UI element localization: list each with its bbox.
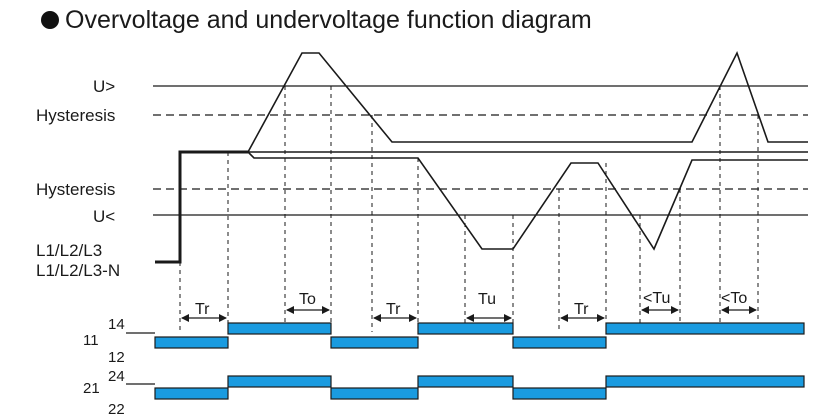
relay1-state-no <box>417 322 514 335</box>
relay2-state-nc <box>512 387 607 400</box>
timing-label-lt-to: <To <box>721 290 747 307</box>
timing-label-lt-tu: <Tu <box>643 290 670 307</box>
relay1-common-label: 11 <box>83 332 99 349</box>
relay2-state-nc <box>154 387 229 400</box>
relay2-nc-label: 22 <box>108 401 125 418</box>
relay2-states <box>126 375 805 400</box>
relay2-state-nc <box>330 387 419 400</box>
label-supply-2: L1/L2/L3-N <box>36 261 120 280</box>
interval-tr-3 <box>560 314 605 322</box>
relay1-state-nc <box>330 336 419 349</box>
timing-label-tr-3: Tr <box>574 301 589 318</box>
title-bullet <box>41 11 59 29</box>
timing-intervals <box>181 306 757 322</box>
relay2-common-label: 21 <box>83 380 100 397</box>
relay1-state-no <box>227 322 332 335</box>
interval-tu <box>466 314 512 322</box>
label-hysteresis-lower: Hysteresis <box>36 180 115 199</box>
label-u-under: U< <box>93 207 115 226</box>
diagram-title: Overvoltage and undervoltage function di… <box>65 6 592 34</box>
overvoltage-trace <box>247 50 808 153</box>
interval-tr-2 <box>373 314 417 322</box>
relay2-state-no <box>605 375 805 388</box>
event-markers <box>179 86 759 332</box>
timing-label-tr-2: Tr <box>386 301 401 318</box>
relay1-state-nc <box>154 336 229 349</box>
timing-label-tr-1: Tr <box>195 301 210 318</box>
interval-lt-to <box>721 306 757 314</box>
relay1-nc-label: 12 <box>108 349 125 366</box>
interval-to <box>286 306 330 314</box>
relay1-no-label: 14 <box>108 316 125 333</box>
undervoltage-trace <box>247 151 808 251</box>
label-hysteresis-upper: Hysteresis <box>36 106 115 125</box>
timing-label-tu: Tu <box>478 291 496 308</box>
supply-step <box>155 150 248 264</box>
label-supply-1: L1/L2/L3 <box>36 241 102 260</box>
timing-label-to: To <box>299 291 316 308</box>
relay1-state-no <box>605 322 805 335</box>
interval-tr-1 <box>181 314 227 322</box>
label-u-over: U> <box>93 77 115 96</box>
relay1-state-nc <box>512 336 607 349</box>
relay2-no-label: 24 <box>108 368 125 385</box>
relay2-state-no <box>227 375 332 388</box>
interval-lt-tu <box>641 306 679 314</box>
relay1-states <box>126 322 805 349</box>
relay2-state-no <box>417 375 514 388</box>
